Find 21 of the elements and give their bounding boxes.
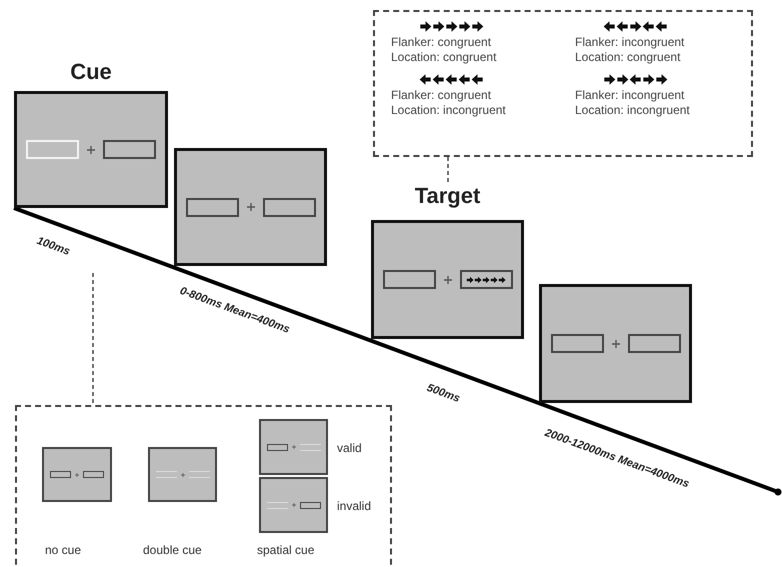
legend-panel: [373, 10, 753, 157]
condition-text: Flanker: incongruent: [575, 88, 684, 103]
leader-line: [447, 157, 449, 182]
cue-type-label: no cue: [45, 542, 82, 559]
leader-line: [92, 273, 94, 405]
cue-label: valid: [337, 440, 362, 457]
dashed-panel: [15, 405, 392, 567]
duration-label: 100ms: [34, 234, 72, 260]
cue-type-label: spatial cue: [257, 542, 314, 559]
condition-text: Flanker: incongruent: [575, 35, 684, 50]
condition-text: Location: incongruent: [575, 103, 690, 118]
condition-text: Flanker: congruent: [391, 88, 492, 103]
condition-text: Flanker: congruent: [391, 35, 492, 50]
screen-heading: Target: [414, 182, 482, 210]
condition-text: Location: congruent: [391, 50, 496, 65]
screen-heading: Cue: [69, 58, 113, 86]
cue-type-label: double cue: [143, 542, 202, 559]
condition-text: Location: incongruent: [391, 103, 506, 118]
duration-label: 500ms: [424, 380, 462, 407]
condition-text: Location: congruent: [575, 50, 680, 65]
cue-label: invalid: [337, 498, 372, 515]
